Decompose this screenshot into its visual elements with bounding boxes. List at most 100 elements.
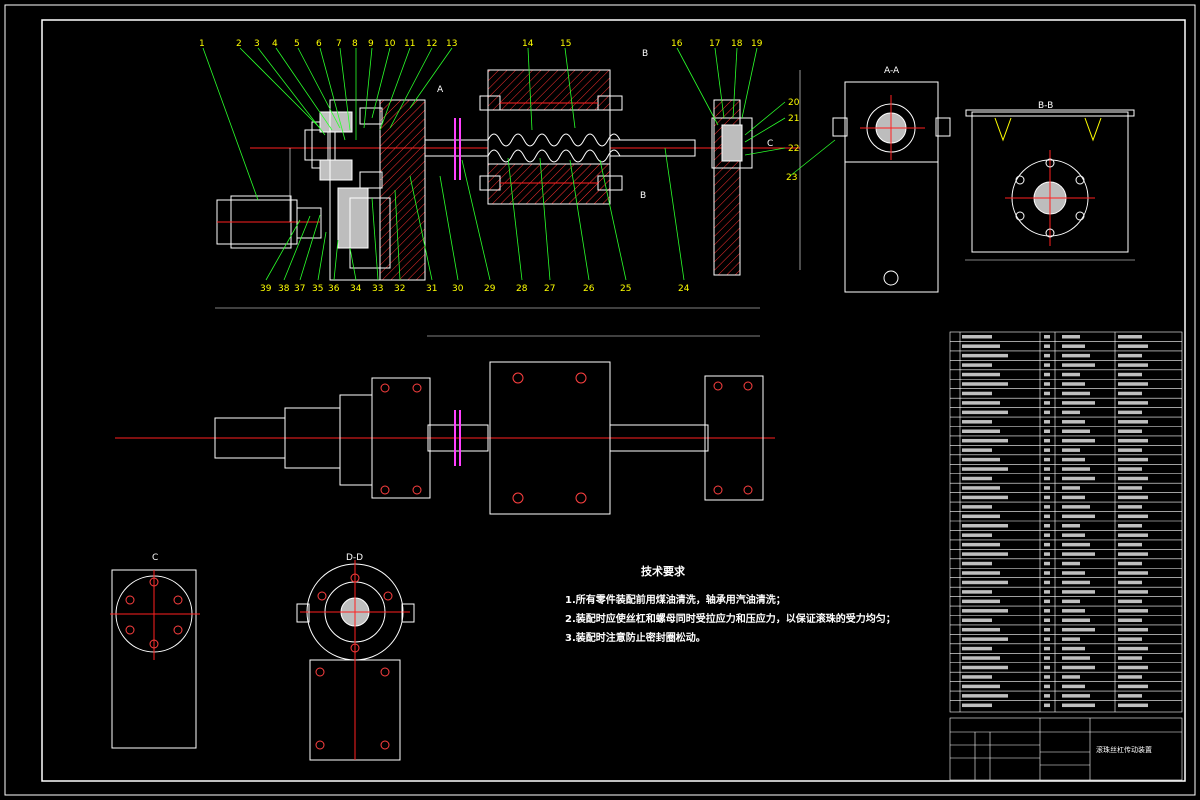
- callout-label: 2: [236, 39, 242, 49]
- table-cell-text: [1044, 438, 1050, 443]
- table-cell-text: [1044, 391, 1050, 396]
- table-cell-text: [962, 420, 992, 424]
- callout-label: 15: [560, 39, 571, 49]
- table-cell-text: [1044, 524, 1050, 528]
- table-cell-text: [1044, 457, 1050, 462]
- view-a-a: A-A: [832, 66, 951, 293]
- bottom-callout-labels: 39 38 37 35 36 34 33 32 31 30 29 28 27 2…: [260, 284, 690, 294]
- callout-label: 31: [426, 284, 437, 294]
- table-cell-text: [962, 656, 1000, 660]
- table-cell-text: [1044, 486, 1050, 490]
- table-cell-text: [1062, 646, 1085, 651]
- table-cell-text: [1044, 372, 1050, 377]
- table-cell-text: [1118, 344, 1148, 348]
- table-cell-text: [1044, 665, 1050, 670]
- view-c: C: [110, 553, 200, 749]
- table-cell-text: [1062, 694, 1090, 698]
- callout-label: 6: [316, 39, 322, 49]
- table-cell-text: [1062, 476, 1095, 481]
- table-cell-text: [1062, 675, 1080, 679]
- table-cell-text: [1044, 609, 1050, 613]
- table-cell-text: [1062, 344, 1085, 348]
- table-cell-text: [1044, 580, 1050, 585]
- requirement-item: 2.装配时应使丝杠和螺母同时受拉应力和压应力，以保证滚珠的受力均匀；: [565, 614, 896, 625]
- table-cell-text: [1062, 401, 1095, 405]
- callout-label: 17: [709, 39, 720, 49]
- table-cell-text: [1062, 438, 1095, 443]
- table-cell-text: [1062, 656, 1090, 660]
- table-cell-text: [1118, 382, 1148, 386]
- callout-label: 11: [404, 39, 415, 49]
- table-cell-text: [962, 448, 992, 452]
- table-cell-text: [1062, 665, 1095, 670]
- table-cell-text: [962, 335, 992, 339]
- table-cell-text: [962, 571, 1000, 575]
- requirement-item: 1.所有零件装配前用煤油清洗，轴承用汽油清洗；: [565, 595, 786, 606]
- table-cell-text: [1118, 476, 1148, 481]
- view-label-c: C: [152, 553, 158, 563]
- table-cell-text: [1118, 665, 1148, 670]
- callout-label: 3: [254, 39, 260, 49]
- table-cell-text: [962, 665, 1008, 670]
- table-cell-text: [1062, 618, 1090, 622]
- table-cell-text: [1118, 533, 1148, 537]
- table-cell-text: [1044, 675, 1050, 679]
- table-cell-text: [962, 637, 1008, 641]
- callout-label: 23: [786, 173, 797, 183]
- callout-label: 13: [446, 39, 457, 49]
- table-cell-text: [1118, 401, 1148, 405]
- table-cell-text: [1062, 580, 1090, 585]
- table-cell-text: [1062, 514, 1095, 519]
- callout-label: 22: [788, 144, 799, 154]
- table-cell-text: [962, 438, 1008, 443]
- table-cell-text: [1118, 457, 1148, 462]
- table-cell-text: [962, 561, 992, 566]
- callout-label: 9: [368, 39, 374, 49]
- table-cell-text: [1062, 448, 1080, 452]
- table-cell-text: [1044, 542, 1050, 547]
- callout-label: 27: [544, 284, 555, 294]
- callout-label: 4: [272, 39, 278, 49]
- table-cell-text: [1062, 703, 1095, 708]
- table-cell-text: [1044, 448, 1050, 452]
- table-cell-text: [962, 590, 992, 594]
- top-callout-labels: 1 2 3 4 5 6 7 8 9 10 11 12 13 14 15 16 1…: [199, 39, 763, 49]
- table-cell-text: [962, 599, 1000, 604]
- callout-label: 33: [372, 284, 383, 294]
- callout-label: 19: [751, 39, 763, 49]
- table-cell-text: [1118, 552, 1148, 556]
- callout-label: 34: [350, 284, 362, 294]
- title-block: [949, 717, 1183, 781]
- table-cell-text: [1118, 410, 1142, 415]
- table-cell-text: [962, 542, 1000, 547]
- table-cell-text: [1044, 618, 1050, 622]
- table-cell-text: [1118, 467, 1142, 471]
- table-cell-text: [1118, 627, 1148, 632]
- table-cell-text: [1118, 524, 1142, 528]
- table-cell-text: [1044, 382, 1050, 386]
- table-cell-text: [1044, 420, 1050, 424]
- table-cell-text: [1118, 391, 1142, 396]
- table-cell-text: [1118, 571, 1148, 575]
- table-cell-text: [962, 429, 1000, 433]
- table-cell-text: [1062, 637, 1080, 641]
- table-cell-text: [1118, 495, 1148, 500]
- table-cell-text: [1118, 335, 1142, 339]
- view-b-b: B-B: [965, 101, 1135, 261]
- table-cell-text: [962, 524, 1008, 528]
- table-cell-text: [1062, 627, 1095, 632]
- callout-label: 1: [199, 39, 205, 49]
- table-cell-text: [1118, 675, 1142, 679]
- table-cell-text: [1044, 467, 1050, 471]
- table-cell-text: [1062, 372, 1080, 377]
- table-cell-text: [1062, 542, 1090, 547]
- callout-label: 28: [516, 284, 528, 294]
- table-cell-text: [1062, 524, 1080, 528]
- section-marks: A B B C: [437, 49, 773, 201]
- table-cell-text: [1062, 467, 1090, 471]
- table-cell-text: [1044, 552, 1050, 556]
- callout-label: 38: [278, 284, 290, 294]
- table-cell-text: [1062, 571, 1085, 575]
- table-cell-text: [962, 486, 1000, 490]
- parts-list-text-bars: [962, 335, 1148, 708]
